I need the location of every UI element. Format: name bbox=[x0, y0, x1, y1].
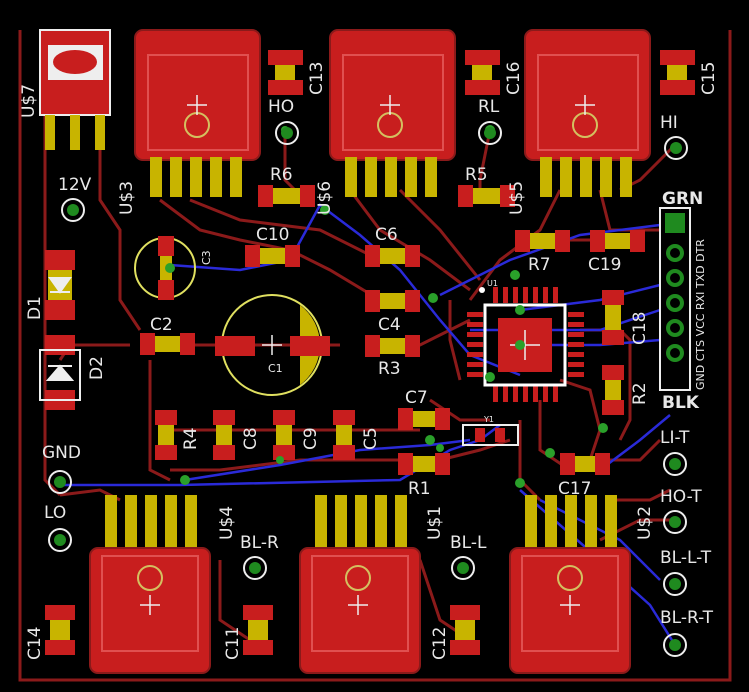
label-r5: R5 bbox=[465, 165, 488, 185]
diode-d1 bbox=[45, 250, 75, 320]
label-ho: HO bbox=[268, 97, 294, 117]
label-gnd: GND bbox=[42, 443, 81, 463]
label-c1: C1 bbox=[268, 362, 283, 375]
mosfet-us2 bbox=[509, 495, 631, 674]
label-us7: U$7 bbox=[19, 84, 39, 118]
label-c18: C18 bbox=[630, 311, 650, 345]
label-c12: C12 bbox=[430, 626, 450, 660]
label-c13: C13 bbox=[307, 61, 327, 95]
label-us3: U$3 bbox=[117, 181, 137, 215]
label-grn: GRN bbox=[662, 189, 703, 209]
label-rl: RL bbox=[478, 97, 500, 117]
regulator-us7 bbox=[39, 29, 111, 150]
label-c9: C9 bbox=[301, 427, 321, 450]
mosfet-us5 bbox=[524, 29, 651, 197]
label-lo: LO bbox=[44, 503, 66, 523]
label-r6: R6 bbox=[270, 165, 293, 185]
label-c7: C7 bbox=[405, 388, 428, 408]
smd-components bbox=[45, 50, 695, 655]
label-c11: C11 bbox=[223, 626, 243, 660]
vias bbox=[165, 125, 608, 488]
label-us5: U$5 bbox=[507, 181, 527, 215]
mcu-u1 bbox=[467, 287, 584, 402]
label-bl-l-t: BL-L-T bbox=[660, 548, 712, 568]
label-us2: U$2 bbox=[635, 506, 655, 540]
label-bl-r: BL-R bbox=[240, 533, 279, 553]
label-header-pins: GND CTS VCC RXI TXD DTR bbox=[694, 239, 707, 390]
label-c10: C10 bbox=[256, 225, 290, 245]
label-us4: U$4 bbox=[217, 506, 237, 540]
test-pads bbox=[48, 121, 688, 657]
mosfet-us6 bbox=[329, 29, 456, 197]
ftdi-header bbox=[659, 207, 691, 391]
label-li-t: LI-T bbox=[660, 428, 690, 448]
label-bl-r-t: BL-R-T bbox=[660, 608, 714, 628]
label-r1: R1 bbox=[408, 479, 431, 499]
label-hi: HI bbox=[660, 113, 678, 133]
label-c5: C5 bbox=[361, 427, 381, 450]
label-c2: C2 bbox=[150, 315, 173, 335]
label-c3: C3 bbox=[200, 250, 213, 265]
label-d1: D1 bbox=[25, 296, 45, 320]
diode-d2 bbox=[39, 335, 81, 410]
label-us1: U$1 bbox=[425, 506, 445, 540]
label-ho-t: HO-T bbox=[660, 487, 702, 507]
mosfet-us3 bbox=[134, 29, 261, 197]
label-r3: R3 bbox=[378, 359, 401, 379]
label-c8: C8 bbox=[241, 427, 261, 450]
label-d2: D2 bbox=[87, 356, 107, 380]
label-bl-l: BL-L bbox=[450, 533, 487, 553]
label-c17: C17 bbox=[558, 479, 592, 499]
label-r2: R2 bbox=[630, 382, 650, 405]
mosfet-us1 bbox=[299, 495, 421, 674]
label-r7: R7 bbox=[528, 255, 551, 275]
label-12v: 12V bbox=[58, 175, 92, 195]
mosfet-us4 bbox=[89, 495, 211, 674]
label-c14: C14 bbox=[25, 626, 45, 660]
capacitor-c1 bbox=[215, 294, 330, 396]
label-c16: C16 bbox=[504, 61, 524, 95]
label-c4: C4 bbox=[378, 315, 401, 335]
label-u1: U1 bbox=[487, 279, 498, 288]
label-c6: C6 bbox=[375, 225, 398, 245]
label-y1: Y1 bbox=[483, 415, 494, 424]
label-r4: R4 bbox=[181, 427, 201, 450]
label-c19: C19 bbox=[588, 255, 622, 275]
label-us6: U$6 bbox=[315, 181, 335, 215]
label-blk: BLK bbox=[662, 393, 700, 413]
label-c15: C15 bbox=[699, 61, 719, 95]
crystal-y1 bbox=[462, 424, 519, 446]
